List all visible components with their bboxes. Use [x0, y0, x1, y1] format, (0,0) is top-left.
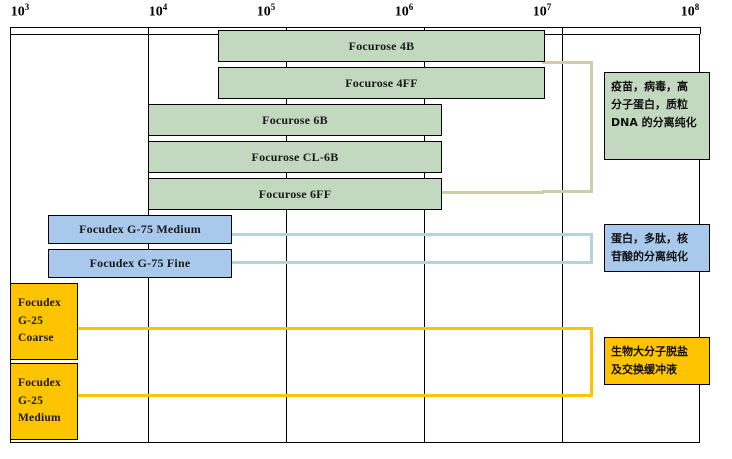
bar-focurose-4ff[interactable]: Focurose 4FF — [218, 67, 545, 99]
callout-line-1: 疫苗，病毒，高 — [611, 80, 688, 93]
bar-label-line-1: Focudex — [18, 296, 61, 309]
bracket-dextran-g75 — [230, 233, 593, 264]
callout-line-2: 及交换缓冲液 — [611, 362, 677, 376]
bar-label-line-2: G-25 — [18, 394, 44, 407]
callout-line-1: 蛋白，多肽，核 — [611, 232, 688, 245]
axis-label-1e3: 103 — [10, 2, 30, 20]
axis-label-1e5: 105 — [256, 2, 276, 20]
axis-tick-1e8 — [700, 27, 701, 34]
bar-focurose-cl-6b[interactable]: Focurose CL-6B — [148, 141, 442, 173]
callout-agarose-applications: 疫苗，病毒，高 分子蛋白，质粒 DNA 的分离纯化 — [604, 72, 710, 160]
bracket-dextran-g25 — [76, 327, 593, 397]
bar-label-line-2: G-25 — [18, 314, 44, 327]
bar-focurose-4b[interactable]: Focurose 4B — [218, 30, 545, 62]
bar-focudex-g75-fine[interactable]: Focudex G-75 Fine — [48, 249, 232, 278]
bar-focudex-g75-medium[interactable]: Focudex G-75 Medium — [48, 215, 232, 244]
bar-label: Focudex G-75 Medium — [79, 222, 201, 236]
bar-label: Focurose 4FF — [345, 75, 418, 90]
callout-line-1: 生物大分子脱盐 — [611, 345, 688, 358]
bar-label-line-3: Medium — [18, 412, 61, 425]
bar-label: Focurose 4B — [348, 38, 415, 53]
callout-line-3: DNA 的分离纯化 — [611, 115, 697, 129]
bracket-agarose — [542, 61, 593, 193]
bar-focudex-g25-coarse[interactable]: Focudex G-25 Coarse — [10, 283, 78, 360]
bar-label: Focurose CL-6B — [251, 149, 339, 164]
gridline-1e5 — [286, 34, 287, 443]
bracket-agarose-stub — [442, 191, 544, 194]
bar-label: Focurose 6B — [262, 112, 328, 127]
axis-tick-1e3 — [10, 27, 11, 34]
callout-line-2: 苷酸的分离纯化 — [611, 249, 688, 263]
bar-label: Focurose 6FF — [258, 186, 332, 201]
axis-tick-1e4 — [148, 27, 149, 34]
bar-focurose-6ff[interactable]: Focurose 6FF — [148, 178, 442, 210]
callout-line-2: 分子蛋白，质粒 — [611, 97, 688, 111]
callout-dextran-g25-applications: 生物大分子脱盐 及交换缓冲液 — [604, 337, 710, 385]
axis-label-1e6: 106 — [394, 2, 414, 20]
bar-label: Focudex G-75 Fine — [89, 256, 191, 270]
axis-label-1e4: 104 — [148, 2, 168, 20]
x-axis-line — [10, 27, 700, 28]
axis-tick-1e7 — [562, 27, 563, 34]
bar-focurose-6b[interactable]: Focurose 6B — [148, 104, 442, 136]
callout-dextran-g75-applications: 蛋白，多肽，核 苷酸的分离纯化 — [604, 224, 710, 272]
bar-label-line-3: Coarse — [18, 332, 54, 345]
axis-label-1e8: 108 — [680, 2, 700, 20]
bar-focudex-g25-medium[interactable]: Focudex G-25 Medium — [10, 363, 78, 440]
axis-label-1e7: 107 — [532, 2, 552, 20]
gridline-1e7 — [562, 34, 563, 443]
bar-label-line-1: Focudex — [18, 376, 61, 389]
gridline-1e6 — [424, 34, 425, 443]
